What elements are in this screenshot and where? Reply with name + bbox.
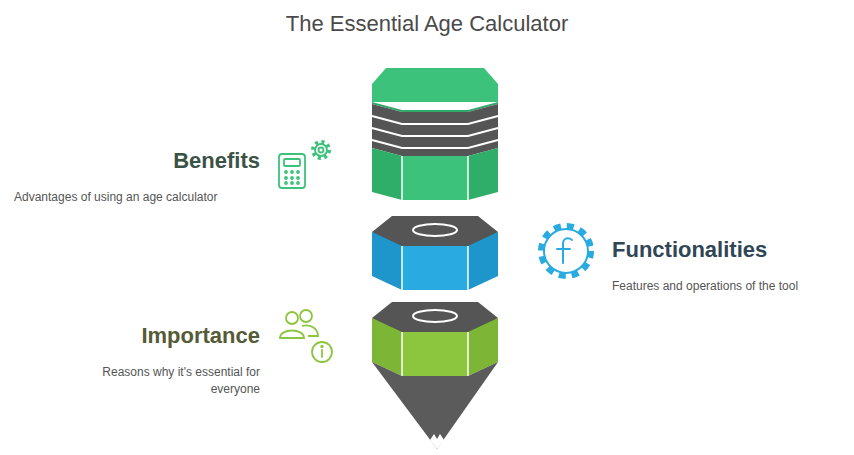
diagram-title: The Essential Age Calculator <box>0 11 854 37</box>
block-body <box>372 148 402 200</box>
section-heading: Functionalities <box>612 236 846 264</box>
gear-icon <box>541 226 591 276</box>
text-group: ImportanceReasons why it's essential for… <box>60 322 260 398</box>
nut-body <box>372 232 402 290</box>
calculator-icon <box>279 142 329 188</box>
section-heading: Benefits <box>14 147 260 175</box>
section-description: Features and operations of the tool <box>612 278 846 295</box>
cap-top <box>372 68 498 102</box>
text-group: FunctionalitiesFeatures and operations o… <box>612 236 846 295</box>
section-description: Reasons why it's essential for everyone <box>60 364 260 398</box>
text-group: BenefitsAdvantages of using an age calcu… <box>14 147 260 206</box>
section-description: Advantages of using an age calculator <box>14 189 260 206</box>
people-info-icon <box>280 310 332 362</box>
cone-tip <box>372 362 498 449</box>
section-heading: Importance <box>60 322 260 350</box>
stripe-band <box>372 104 498 156</box>
